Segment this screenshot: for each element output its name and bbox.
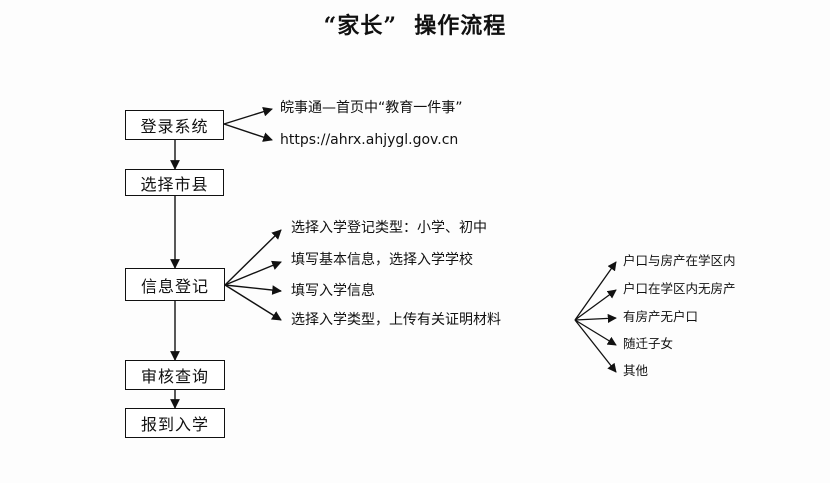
- login-option-url: https://ahrx.ahjygl.gov.cn: [280, 132, 459, 148]
- step-select-city-box: 选择市县: [125, 169, 224, 196]
- register-item: 选择入学类型，上传有关证明材料: [291, 312, 501, 328]
- arrow-login-app: [223, 106, 273, 125]
- step-review-box: 审核查询: [125, 360, 225, 390]
- step-info-register-box: 信息登记: [125, 268, 225, 301]
- arrow-type-3: [574, 313, 617, 323]
- enroll-type-item: 户口在学区内无房产: [623, 281, 736, 296]
- step-enroll-box: 报到入学: [125, 408, 225, 438]
- arrow-register-item-3: [224, 284, 282, 295]
- enroll-type-item: 随迁子女: [623, 336, 674, 351]
- enroll-type-item: 户口与房产在学区内: [623, 253, 736, 268]
- arrow-type-2: [574, 289, 617, 321]
- login-option-app: 皖事通—首页中“教育一件事”: [280, 100, 463, 116]
- arrow-register-item-2: [224, 260, 282, 286]
- arrow-type-5: [574, 319, 617, 373]
- register-item: 选择入学登记类型：小学、初中: [291, 220, 487, 236]
- arrow-login-url: [223, 123, 273, 142]
- step-login-box: 登录系统: [125, 110, 224, 140]
- arrow-type-4: [574, 319, 617, 346]
- page-title: “家长” 操作流程: [323, 13, 507, 39]
- arrow-register-item-4: [224, 284, 282, 321]
- enroll-type-item: 其他: [623, 363, 649, 378]
- register-item: 填写基本信息，选择入学学校: [291, 252, 473, 268]
- register-item: 填写入学信息: [291, 283, 375, 299]
- arrow-register-item-1: [224, 229, 282, 286]
- arrow-type-1: [574, 261, 617, 321]
- enroll-type-item: 有房产无户口: [623, 309, 699, 324]
